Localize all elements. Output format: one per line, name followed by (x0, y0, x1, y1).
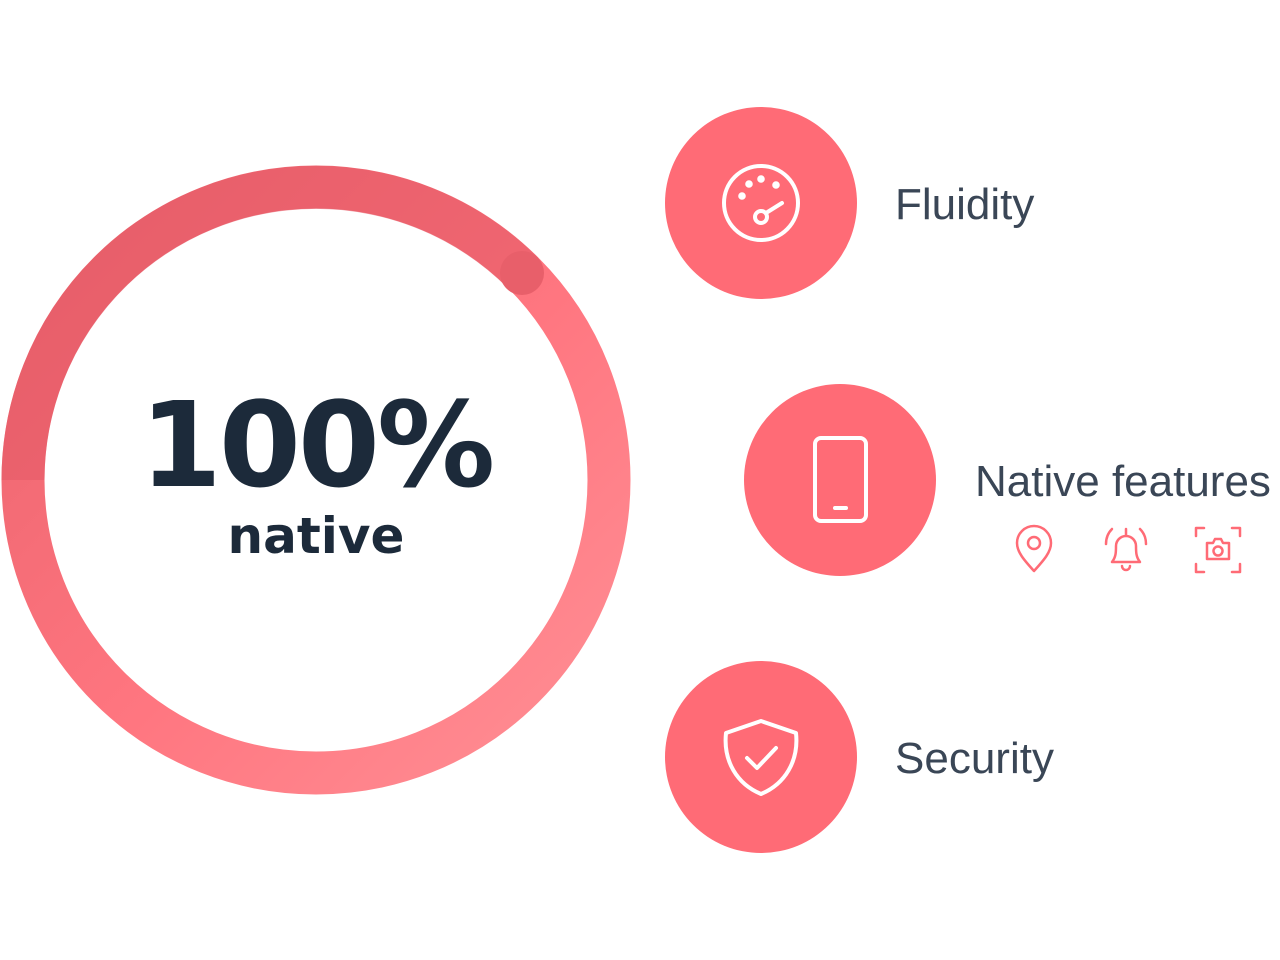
speedometer-icon (722, 164, 800, 242)
shield-check-icon (723, 719, 799, 796)
progress-ring-end-cap (500, 251, 544, 295)
fluidity-label: Fluidity (895, 180, 1035, 229)
progress-ring-arc-highlight (1, 165, 539, 481)
progress-caption: native (227, 507, 405, 565)
security-badge (665, 661, 857, 853)
notification-bell-icon (1104, 527, 1148, 572)
progress-value: 100% (139, 376, 496, 514)
security-label: Security (895, 734, 1054, 783)
camera-scan-icon (1194, 526, 1242, 574)
location-pin-icon (1015, 524, 1053, 573)
fluidity-badge (665, 107, 857, 299)
native-features-label: Native features (975, 457, 1271, 506)
native-features-badge (744, 384, 936, 576)
progress-text: 100% native (16, 380, 616, 564)
smartphone-icon (813, 436, 868, 523)
